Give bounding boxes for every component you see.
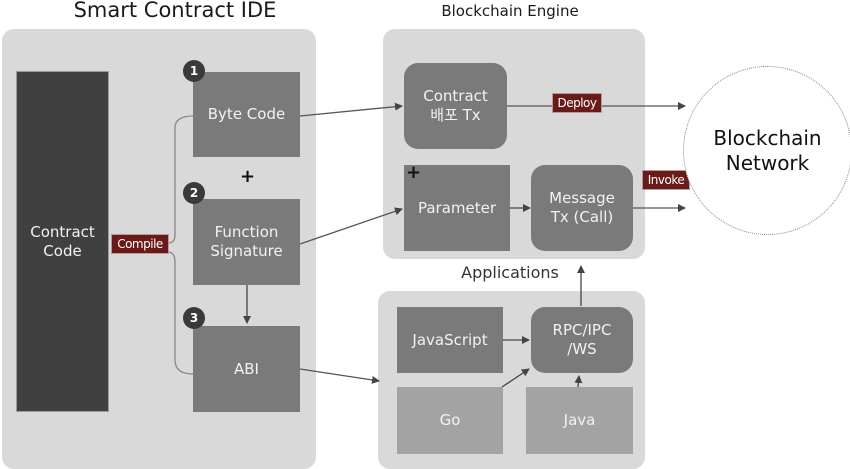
- step-badge-3: 3: [183, 307, 205, 329]
- abi-to-applications-arrow: [299, 368, 380, 384]
- deploy-tag: Deploy: [552, 93, 602, 113]
- ide-title: Smart Contract IDE: [73, 0, 277, 22]
- blockchain-network-node: Blockchain Network: [683, 66, 850, 235]
- compile-bracket-upper: [167, 115, 194, 244]
- message-tx-box: Message Tx (Call): [531, 165, 633, 251]
- plus-icon: +: [240, 166, 256, 187]
- step-badge-1: 1: [183, 60, 205, 82]
- compile-tag: Compile: [111, 234, 169, 254]
- bytecode-to-contract-arrow: [299, 102, 403, 117]
- parameter-box: Parameter: [404, 165, 510, 251]
- contract-deploy-tx-box: Contract 배포 Tx: [404, 63, 507, 149]
- step-badge-2: 2: [183, 182, 205, 204]
- invoke-tag: Invoke: [642, 170, 690, 190]
- java-to-rpc-arrow: [574, 375, 583, 388]
- signature-to-parameter-arrow: [299, 207, 403, 245]
- rpc-ipc-ws-box: RPC/IPC /WS: [531, 307, 633, 373]
- go-to-rpc-arrow: [501, 368, 530, 388]
- engine-title: Blockchain Engine: [441, 2, 579, 20]
- contract-code-block: Contract Code: [16, 71, 109, 412]
- byte-code-box: Byte Code: [193, 72, 300, 157]
- compile-bracket-lower: [167, 251, 194, 375]
- go-box: Go: [397, 387, 503, 454]
- java-box: Java: [526, 387, 633, 454]
- applications-title: Applications: [461, 263, 559, 282]
- javascript-box: JavaScript: [397, 307, 503, 373]
- parameter-plus-icon: +: [406, 162, 422, 183]
- abi-box: ABI: [193, 326, 300, 412]
- function-signature-box: Function Signature: [193, 199, 300, 285]
